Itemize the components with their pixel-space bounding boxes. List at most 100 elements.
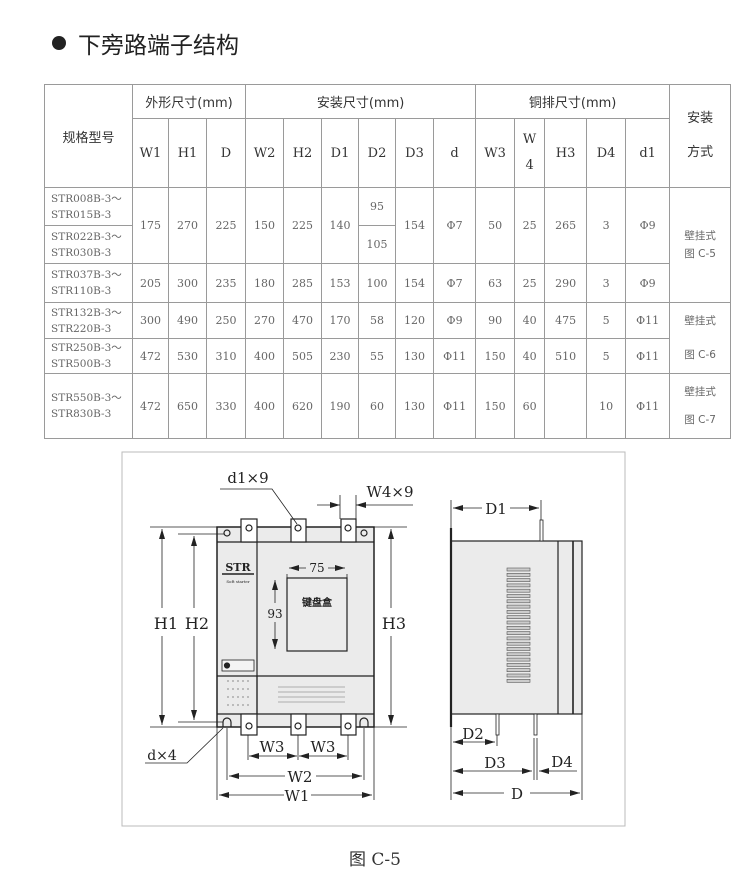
vent-slot [506,578,531,582]
dimension-table: 规格型号 外形尺寸(mm) 安装尺寸(mm) 铜排尺寸(mm) 安装方式 W1 … [44,84,732,439]
install-cell: 壁挂式图 C-7 [669,373,732,439]
table-row: STR132B-3～STR220B-3 300 490 250 270 470 … [44,302,732,374]
cell: Φ7 [433,263,477,303]
side-view [449,500,583,800]
side-view-labels: D1 D2 D3 D4 D [462,500,573,803]
vent-slot [506,641,531,646]
section-title-text: 下旁路端子结构 [78,33,239,59]
table-row: STR250B-3～STR500B-3 472 530 310 400 505 … [44,338,731,374]
vent-slot [506,599,531,604]
label-d3: D3 [484,754,506,772]
cell: 60 [514,373,546,439]
label-d4: D4 [551,753,573,771]
cell: 472 [132,373,169,439]
cell: 310 [205,338,247,374]
vent-slot [506,588,531,593]
model-cell: STR550B-3～STR830B-3 [44,373,133,439]
bullet-icon [52,36,66,50]
brand-subtext: Soft starter [226,579,249,584]
cell: 58 [358,302,397,339]
label-d: D [511,785,523,803]
vent-slots [506,567,531,683]
label-w3: W3 [260,738,285,756]
vent-slot [506,567,531,572]
vent-slot [506,652,531,657]
cell: 150 [245,187,285,264]
cell: Φ9 [433,302,477,339]
col-header: d1 [625,118,671,188]
cell: 190 [321,373,360,439]
vent-slot [506,631,531,635]
cell: 205 [132,263,169,303]
label-d1: D1 [485,500,507,518]
cell: 175 [132,187,169,264]
vent-slot [506,594,531,598]
label-w1: W1 [285,787,310,805]
col-header: D2 [358,118,397,188]
cell: 63 [475,263,516,303]
vent-slot [506,663,531,667]
install-cell: 壁挂式图 C-5 [669,187,732,303]
cell: 3 [586,263,627,303]
keypad-label: 键盘盒 [301,596,333,609]
vent-slot [506,647,531,651]
label-d1x9: d1×9 [227,469,268,487]
cell: 285 [283,263,323,303]
vent-slot [506,572,531,577]
col-header: D3 [395,118,435,188]
table-row: STR550B-3～STR830B-3 472 650 330 400 620 … [44,373,732,439]
figure-caption: 图 C-5 [349,850,401,870]
label-w4x9: W4×9 [366,483,413,501]
vent-slot [506,668,531,673]
label-h2: H2 [185,614,209,633]
vent-slot [506,610,531,614]
cell: 230 [321,338,360,374]
model-cell: STR037B-3～STR110B-3 [44,263,133,303]
cell: 153 [321,263,360,303]
front-view-labels: d1×9 W4×9 STR Soft starter 键盘盒 75 93 H1 … [147,469,413,805]
vent-slot [506,583,531,588]
keypad-width-label: 75 [309,561,324,575]
cell: Φ11 [625,373,671,439]
label-dx4: d×4 [147,748,177,764]
model-cell: STR008B-3～STR015B-3 [44,187,133,226]
brand-logo [221,659,255,672]
model-cell: STR250B-3～STR500B-3 [44,338,133,374]
cell: 510 [544,338,588,374]
cell: 120 [395,302,435,339]
cell: 130 [395,338,435,374]
cell: 140 [321,187,360,264]
cell: 250 [205,302,247,339]
keypad-box [286,577,348,652]
cell: Φ9 [625,263,671,303]
vent-slot [506,657,531,662]
vent-slot [506,636,531,641]
label-h1: H1 [154,614,178,633]
label-w2: W2 [288,768,313,786]
cell: 150 [475,338,516,374]
keypad-height-label: 93 [267,607,282,621]
cell: Φ9 [625,187,671,264]
vent-dots [227,680,249,706]
cell [544,373,588,439]
vent-slot [506,625,531,630]
install-cell: 壁挂式图 C-6 [669,302,732,374]
vent-slot [506,673,531,678]
vent-slot [506,678,531,683]
col-header: d [433,118,477,188]
col-header: H1 [168,118,207,188]
cell: 490 [168,302,207,339]
brand-text: STR [225,561,251,574]
front-view [145,488,413,800]
cell: 5 [586,338,627,374]
cell: Φ11 [433,338,477,374]
cell: 330 [205,373,247,439]
label-h3: H3 [382,614,406,633]
model-cell: STR132B-3～STR220B-3 [44,302,133,339]
col-header: D4 [586,118,627,188]
cell: 100 [358,263,397,303]
col-header: W3 [475,118,516,188]
cell: Φ11 [625,302,671,339]
col-header: W1 [132,118,169,188]
